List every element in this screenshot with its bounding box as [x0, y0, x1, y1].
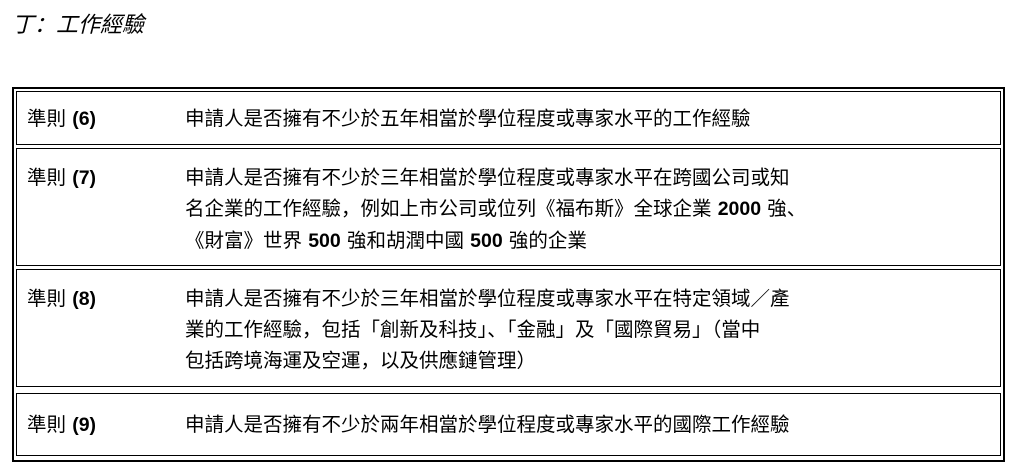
criterion-text-segment: 強和胡潤中國: [340, 229, 471, 252]
criterion-number: (6): [72, 108, 97, 130]
criterion-label: 準則 (9): [27, 409, 96, 441]
criterion-label-prefix: 準則: [27, 413, 73, 436]
criterion-description: 申請人是否擁有不少於兩年相當於學位程度或專家水平的國際工作經驗: [185, 409, 992, 440]
criterion-text-line: 申請人是否擁有不少於五年相當於學位程度或專家水平的工作經驗: [185, 103, 992, 134]
criterion-description: 申請人是否擁有不少於三年相當於學位程度或專家水平在跨國公司或知名企業的工作經驗，…: [185, 162, 992, 257]
criterion-text-line: 業的工作經驗，包括「創新及科技」、「金融」及「國際貿易」（當中: [185, 314, 992, 345]
criterion-label-prefix: 準則: [27, 166, 73, 189]
criterion-description: 申請人是否擁有不少於三年相當於學位程度或專家水平在特定領域／產業的工作經驗，包括…: [185, 283, 992, 376]
criterion-description: 申請人是否擁有不少於五年相當於學位程度或專家水平的工作經驗: [185, 103, 992, 134]
criterion-text-segment: 《財富》世界: [185, 229, 309, 252]
criterion-text-line: 《財富》世界 500 強和胡潤中國 500 強的企業: [185, 225, 992, 257]
criterion-row-7: 準則 (7) 申請人是否擁有不少於三年相當於學位程度或專家水平在跨國公司或知名企…: [16, 148, 1001, 266]
criterion-number: (9): [72, 414, 97, 436]
criterion-figure: 500: [470, 230, 503, 252]
criterion-label: 準則 (7): [27, 162, 96, 194]
criterion-text-line: 包括跨境海運及空運，以及供應鏈管理）: [185, 345, 992, 376]
criterion-text-segment: 包括跨境海運及空運，以及供應鏈管理）: [185, 349, 537, 372]
criterion-text-segment: 強的企業: [502, 229, 587, 252]
criterion-text-segment: 業的工作經驗，包括「創新及科技」、「金融」及「國際貿易」（當中: [185, 318, 761, 341]
criterion-text-line: 申請人是否擁有不少於三年相當於學位程度或專家水平在跨國公司或知: [185, 162, 992, 193]
criterion-label: 準則 (6): [27, 103, 96, 135]
criterion-figure: 500: [308, 230, 341, 252]
criterion-label: 準則 (8): [27, 283, 96, 315]
criterion-text-line: 名企業的工作經驗，例如上市公司或位列《福布斯》全球企業 2000 強、: [185, 193, 992, 225]
criterion-label-prefix: 準則: [27, 107, 73, 130]
criterion-text-segment: 申請人是否擁有不少於三年相當於學位程度或專家水平在跨國公司或知: [185, 166, 790, 189]
criterion-figure: 2000: [717, 198, 762, 220]
criterion-label-prefix: 準則: [27, 287, 73, 310]
criterion-number: (7): [72, 167, 97, 189]
criterion-text-line: 申請人是否擁有不少於三年相當於學位程度或專家水平在特定領域／產: [185, 283, 992, 314]
criterion-row-8: 準則 (8) 申請人是否擁有不少於三年相當於學位程度或專家水平在特定領域／產業的…: [16, 269, 1001, 387]
criteria-table: 準則 (6) 申請人是否擁有不少於五年相當於學位程度或專家水平的工作經驗 準則 …: [12, 87, 1005, 462]
criterion-text-segment: 申請人是否擁有不少於兩年相當於學位程度或專家水平的國際工作經驗: [185, 413, 790, 436]
section-title: 丁：工作經驗: [12, 13, 145, 38]
criterion-number: (8): [72, 288, 97, 310]
criterion-text-segment: 申請人是否擁有不少於五年相當於學位程度或專家水平的工作經驗: [185, 107, 751, 130]
criterion-row-6: 準則 (6) 申請人是否擁有不少於五年相當於學位程度或專家水平的工作經驗: [16, 91, 1001, 145]
criterion-text-line: 申請人是否擁有不少於兩年相當於學位程度或專家水平的國際工作經驗: [185, 409, 992, 440]
criterion-text-segment: 強、: [761, 197, 807, 220]
criterion-text-segment: 申請人是否擁有不少於三年相當於學位程度或專家水平在特定領域／產: [185, 287, 790, 310]
criterion-text-segment: 名企業的工作經驗，例如上市公司或位列《福布斯》全球企業: [185, 197, 718, 220]
criterion-row-9: 準則 (9) 申請人是否擁有不少於兩年相當於學位程度或專家水平的國際工作經驗: [16, 393, 1001, 456]
